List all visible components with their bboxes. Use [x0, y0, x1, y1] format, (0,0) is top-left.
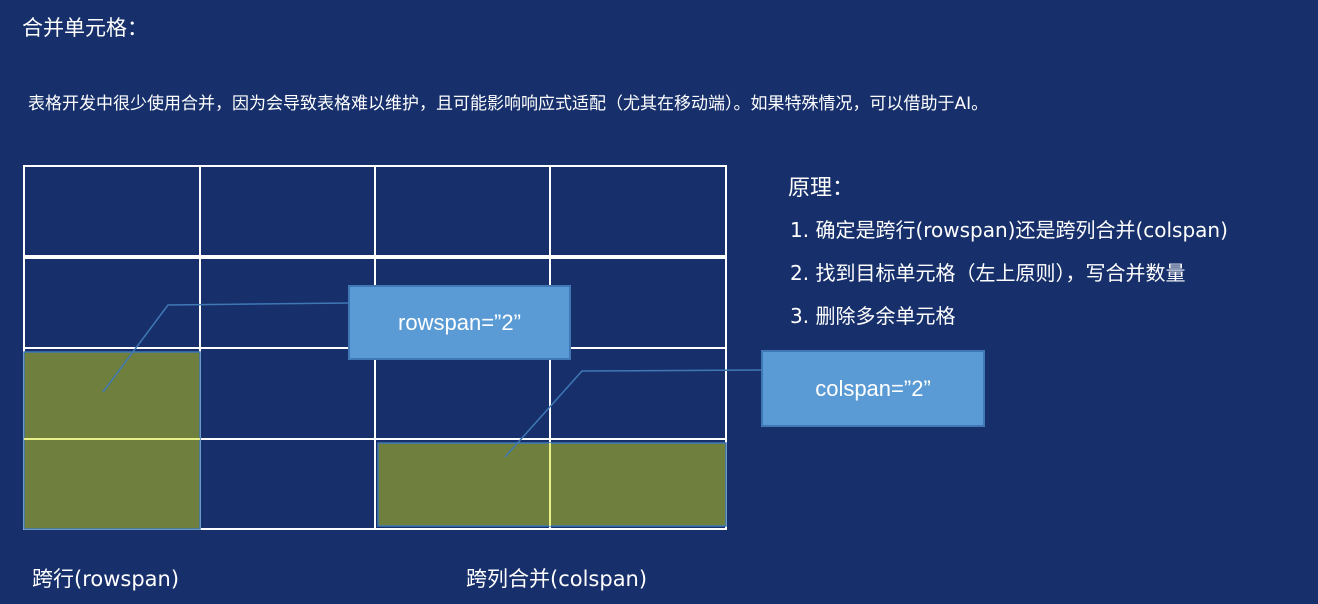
rowspan-caption: 跨行(rowspan): [32, 567, 180, 591]
rowspan-label-box: rowspan=”2”: [348, 285, 571, 360]
colspan-label-box: colspan=”2”: [761, 350, 985, 427]
rowspan-callout-line: [102, 302, 350, 393]
rowspan-merged-cell: [23, 351, 201, 530]
colspan-merged-cell: [377, 442, 727, 527]
principle-title: 原理：: [788, 176, 855, 201]
colspan-callout-line: [504, 369, 763, 458]
principle-step: 1. 确定是跨行(rowspan)还是跨列合并(colspan): [790, 218, 1228, 242]
principle-step: 2. 找到目标单元格（左上原则），写合并数量: [790, 261, 1186, 285]
slide-title: 合并单元格：: [22, 16, 148, 40]
colspan-caption: 跨列合并(colspan): [466, 567, 648, 591]
intro-text: 表格开发中很少使用合并，因为会导致表格难以维护，且可能影响响应式适配（尤其在移动…: [28, 94, 989, 114]
principle-step: 3. 删除多余单元格: [790, 304, 956, 328]
